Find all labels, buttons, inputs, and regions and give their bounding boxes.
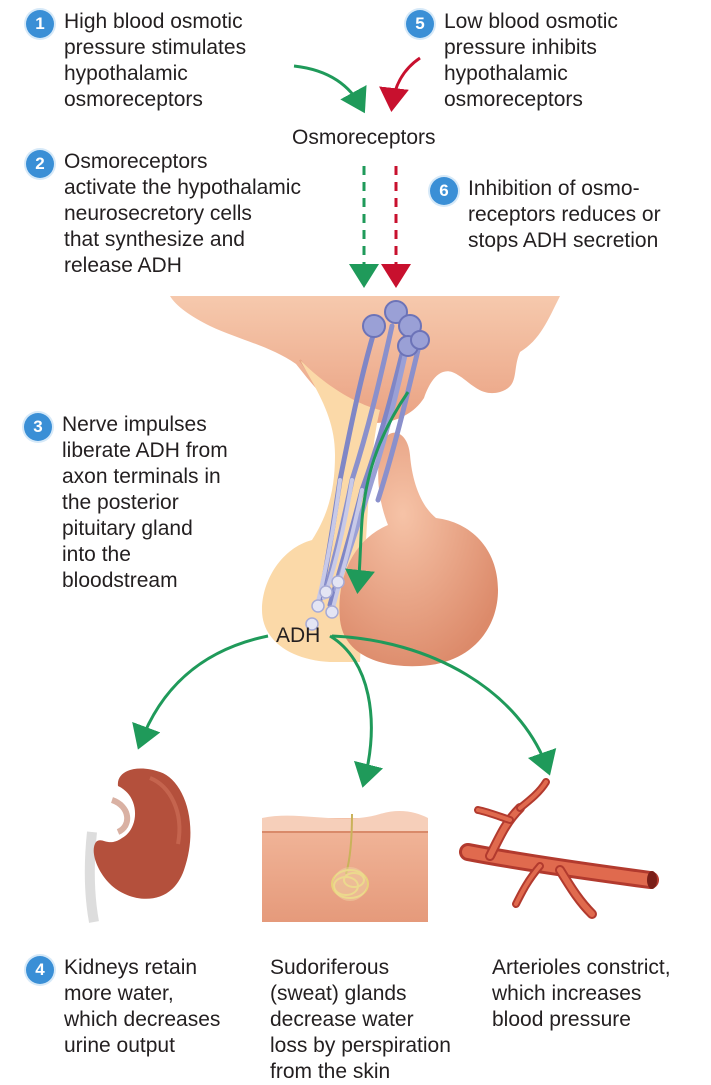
step-badge-1: 1 xyxy=(26,10,54,38)
step-2-text: Osmoreceptors activate the hypothalamic … xyxy=(64,149,344,279)
step-badge-2: 2 xyxy=(26,150,54,178)
step-1-text: High blood osmotic pressure stimulates h… xyxy=(64,9,304,113)
step-badge-5: 5 xyxy=(406,10,434,38)
skin-sweat-gland-icon xyxy=(262,811,428,922)
arteriole-icon xyxy=(468,782,657,914)
sweat-glands-text: Sudoriferous (sweat) glands decrease wat… xyxy=(270,955,480,1085)
step-4-text: Kidneys retain more water, which decreas… xyxy=(64,955,264,1059)
adh-label: ADH xyxy=(276,624,320,648)
kidney-icon xyxy=(90,768,191,922)
step-5-text: Low blood osmotic pressure inhibits hypo… xyxy=(444,9,684,113)
step-badge-6: 6 xyxy=(430,177,458,205)
step-6-text: Inhibition of osmo- receptors reduces or… xyxy=(468,176,708,254)
osmoreceptors-label: Osmoreceptors xyxy=(292,126,436,150)
stimulate-arrow xyxy=(294,66,362,108)
arterioles-text: Arterioles constrict, which increases bl… xyxy=(492,955,707,1033)
step-badge-4: 4 xyxy=(26,956,54,984)
adh-to-kidney-arrow xyxy=(140,636,268,744)
inhibit-arrow xyxy=(392,58,420,106)
step-3-text: Nerve impulses liberate ADH from axon te… xyxy=(62,412,282,594)
step-badge-3: 3 xyxy=(24,413,52,441)
